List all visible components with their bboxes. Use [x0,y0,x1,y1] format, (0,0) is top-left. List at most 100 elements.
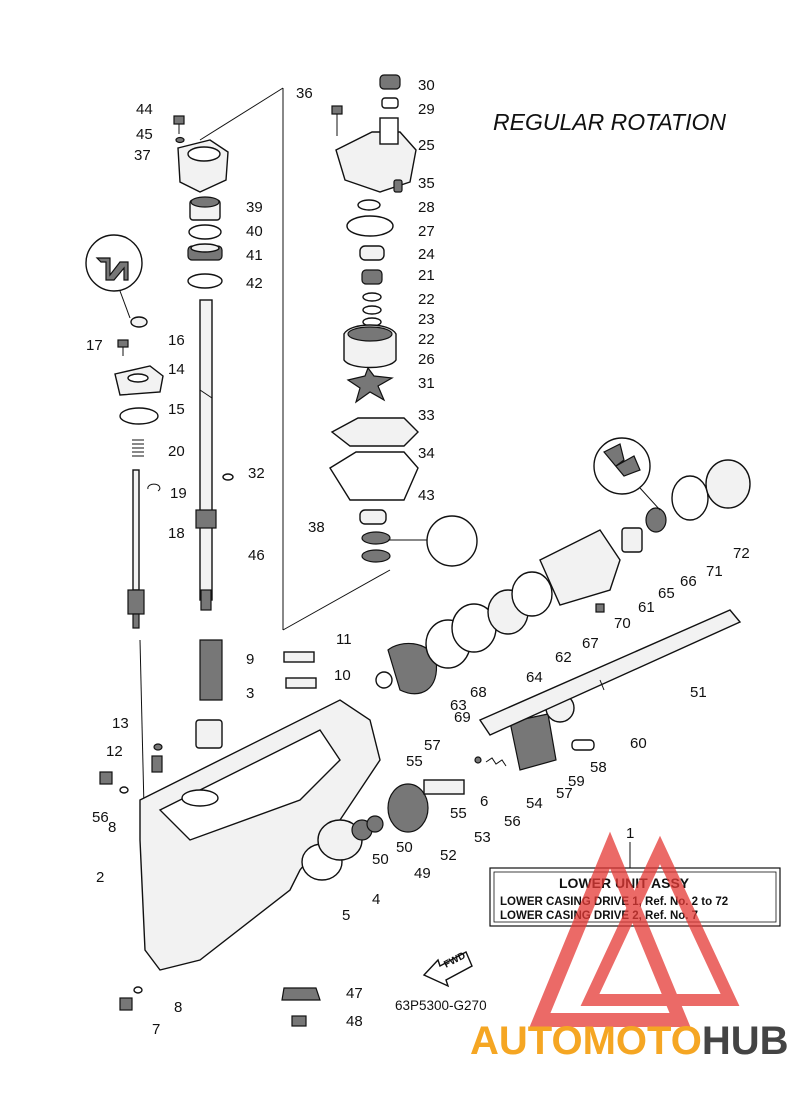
part-number-label: 54 [526,795,543,812]
part-number-label: 48 [346,1013,363,1030]
part-number-label: 24 [418,246,435,263]
part-number-label: 65 [658,585,675,602]
detail-callout-shift [85,234,143,319]
watermark-text: AUTOMOTOHUB [470,1019,789,1063]
part-58-bearing [571,739,595,751]
part-number-label: 14 [168,361,185,378]
part-number-label: 35 [418,175,435,192]
part-72-nut [705,459,751,509]
detail-callout-seal [388,515,478,567]
part-16-grommet [130,316,148,328]
part-7-plug [119,997,133,1011]
part-number-label: 32 [248,465,265,482]
part-52-forward-gear [387,783,429,833]
part-number-label: 16 [168,332,185,349]
part-number-label: 49 [414,865,431,882]
part-number-label: 7 [152,1021,160,1038]
part-13-grommet [153,743,163,751]
part-number-label: 52 [440,847,457,864]
part-34-gasket [329,451,419,501]
part-number-label: 60 [630,735,647,752]
part-number-label: 6 [480,793,488,810]
part-35-pin [393,179,403,193]
part-number-label: 50 [372,851,389,868]
part-17-bolt [117,339,129,356]
part-number-label: 9 [246,651,254,668]
part-42-oring [187,273,223,289]
watermark-brand-part1: AUTOMOTO [470,1019,702,1063]
part-21-insert [361,269,383,285]
part-27-oring [346,215,394,237]
part-number-label: 51 [690,684,707,701]
part-24-seal [359,245,385,261]
part-14-shift-cam [114,365,164,396]
part-number-label: 28 [418,199,435,216]
part-69-ring [375,671,393,689]
part-number-label: 53 [474,829,491,846]
part-41-seal [187,243,223,261]
part-61-housing [539,529,621,606]
part-number-label: 38 [308,519,325,536]
part-43-seal [359,509,387,525]
part-number-label: 42 [246,275,263,292]
part-number-label: 22 [418,331,435,348]
part-46-driveshaft [195,299,217,611]
part-39-bearing [189,196,221,221]
part-47-pinion [281,987,321,1001]
part-number-label: 45 [136,126,153,143]
part-number-label: 68 [470,684,487,701]
part-number-label: 55 [450,805,467,822]
part-number-label: 31 [418,375,435,392]
part-number-label: 4 [372,891,380,908]
part-number-label: 61 [638,599,655,616]
part-57-pin [474,756,482,764]
part-38-oil-seals [361,531,391,563]
part-19-clip [147,483,161,492]
part-18-shift-rod [127,469,145,629]
part-number-label: 39 [246,199,263,216]
part-15-oring [119,407,159,425]
part-6-plug [99,771,113,785]
part-45-washer [175,136,185,144]
part-number-label: 30 [418,77,435,94]
part-number-label: 66 [680,573,697,590]
part-20-spring [132,439,144,457]
part-number-label: 69 [454,709,471,726]
part-number-label: 55 [406,753,423,770]
part-number-label: 57 [424,737,441,754]
assembly-line-2: LOWER CASING DRIVE 2, Ref. No. 7 [500,910,698,922]
part-number-label: 71 [706,563,723,580]
part-11-shim [283,651,315,663]
part-29-seal [381,97,399,109]
part-number-label: 33 [418,407,435,424]
part-23-washer [362,305,382,315]
part-number-label: 56 [504,813,521,830]
part-number-label: 47 [346,985,363,1002]
part-number-label: 17 [86,337,103,354]
part-30-grommet [379,74,401,90]
part-number-label: 5 [342,907,350,924]
part-number-label: 23 [418,311,435,328]
part-number-label: 8 [108,819,116,836]
part-number-label: 34 [418,445,435,462]
forward-arrow: FWD [422,950,473,988]
part-number-label: 50 [396,839,413,856]
part-31-impeller [346,366,394,404]
part-number-label: 21 [418,267,435,284]
part-65-bearing [621,527,643,553]
part-number-label: 72 [733,545,750,562]
part-number-label: 67 [582,635,599,652]
part-40-washer [188,224,222,240]
rotation-title: REGULAR ROTATION [493,109,726,135]
part-number-label: 15 [168,401,185,418]
part-number-label: 64 [526,669,543,686]
part-10-shim [285,677,317,689]
part-number-label: 58 [590,759,607,776]
part-number-label: 2 [96,869,104,886]
part-71-ring [671,475,709,521]
part-number-label: 12 [106,743,123,760]
part-number-label: 19 [170,485,187,502]
